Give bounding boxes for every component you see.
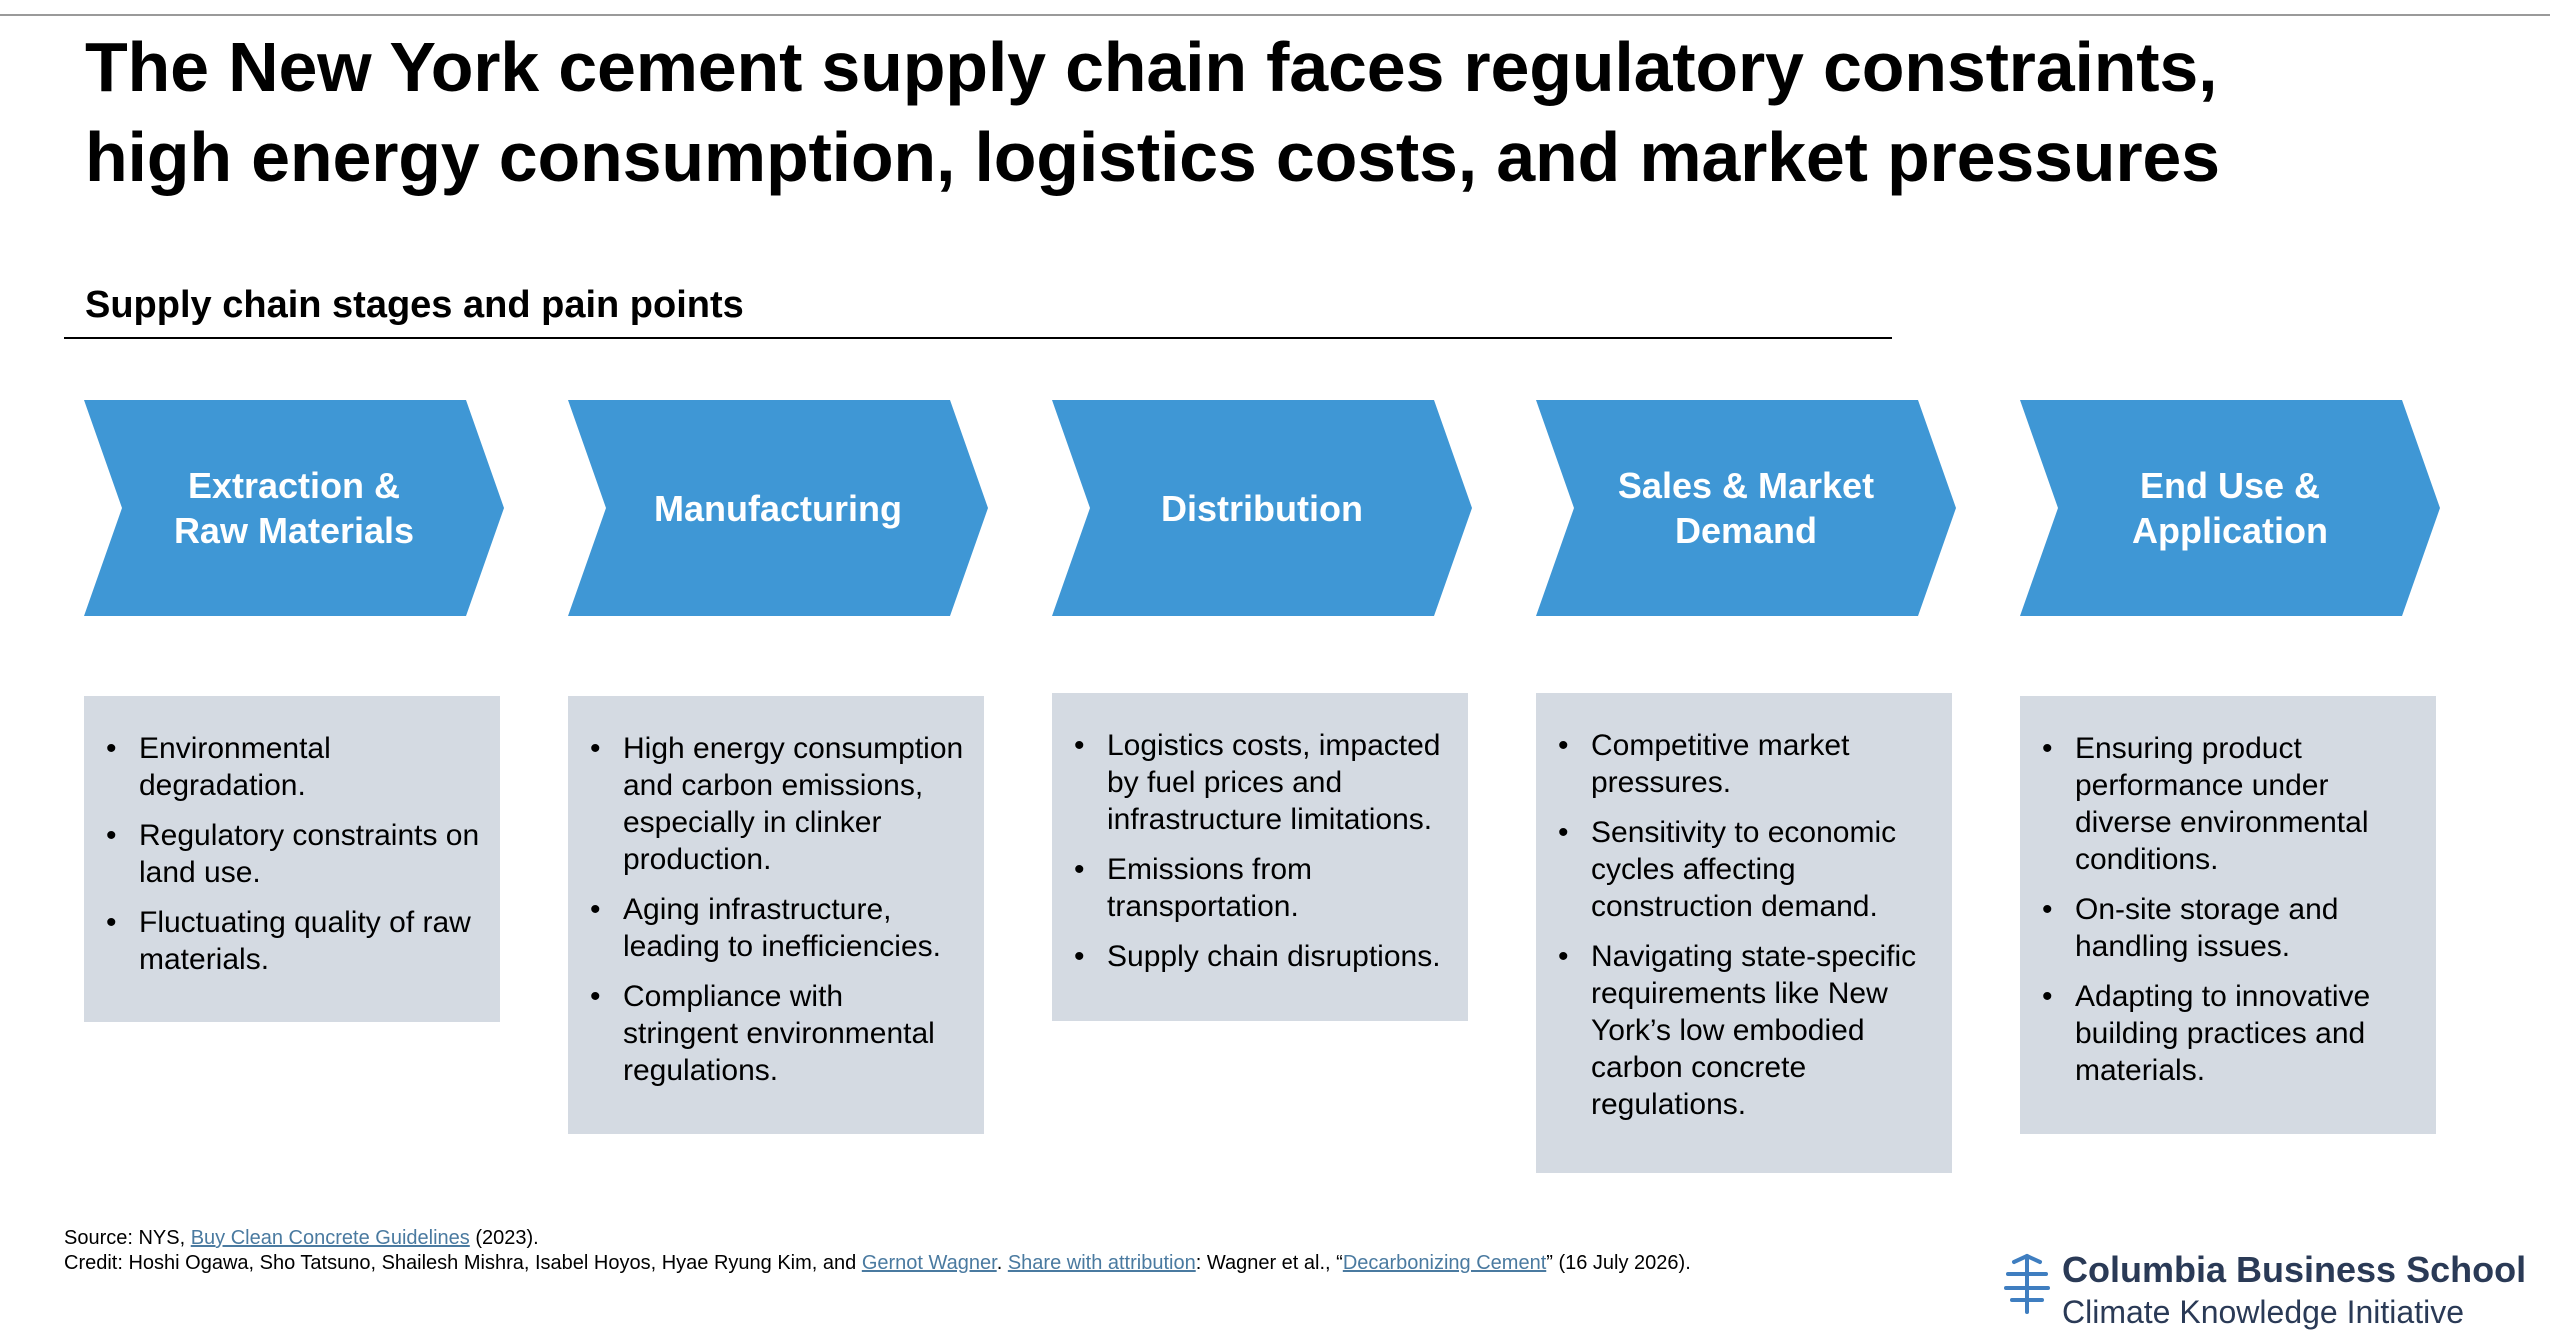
stage-label-line: Sales & Market [1617,465,1875,506]
stage-label-line: Demand [1674,510,1817,551]
stage-label-line: End Use & [2139,465,2321,506]
pain-point-item: Competitive market pressures. [1556,727,1932,801]
pain-point-box: Ensuring product performance under diver… [2020,696,2436,1134]
stage-label: End Use &Application [2060,400,2400,616]
logo-school-name: Columbia Business School [2062,1249,2527,1290]
pain-point-item: High energy consumption and carbon emiss… [588,730,964,878]
source-note: Source: NYS, Buy Clean Concrete Guidelin… [64,1226,539,1250]
top-divider [0,14,2550,16]
logo-initiative-name: Climate Knowledge Initiative [2062,1294,2464,1330]
stage-chevron: Manufacturing [568,400,988,616]
pain-point-item: Environmental degradation. [104,730,480,804]
pain-point-box: Competitive market pressures. Sensitivity… [1536,693,1952,1173]
credit-separator: . [996,1252,1008,1274]
subtitle-divider [64,337,1892,339]
credit-suffix: ” (16 July 2026). [1546,1252,1691,1274]
pain-point-item: Navigating state-specific requirements l… [1556,938,1932,1123]
section-subtitle: Supply chain stages and pain points [85,284,744,326]
pain-point-item: Adapting to innovative building practice… [2040,978,2416,1089]
stage-label-line: Distribution [1161,487,1363,529]
chevron-shape [2020,400,2440,616]
share-link[interactable]: Share with attribution [1007,1252,1196,1274]
stage-label: Manufacturing [608,400,948,616]
pain-point-item: Supply chain disruptions. [1072,938,1448,975]
pain-point-item: Fluctuating quality of raw materials. [104,904,480,978]
columbia-crown-icon [2004,1253,2050,1314]
title-line-2: high energy consumption, logistics costs… [85,118,2220,196]
stage-label-line: Manufacturing [654,487,902,529]
stage-label: Extraction &Raw Materials [124,400,464,616]
credit-prefix: Credit: Hoshi Ogawa, Sho Tatsuno, Shaile… [64,1252,862,1274]
stage-label: Distribution [1092,400,1432,616]
pain-point-item: Aging infrastructure, leading to ineffic… [588,891,964,965]
stage-chevron: Distribution [1052,400,1472,616]
author-link[interactable]: Gernot Wagner [861,1252,997,1274]
stage-label-line: Application [2132,510,2328,551]
pain-point-list: Logistics costs, impacted by fuel prices… [1072,727,1448,975]
stage-chevron: End Use &Application [2020,400,2440,616]
title-line-1: The New York cement supply chain faces r… [85,28,2218,106]
pain-point-item: Sensitivity to economic cycles affecting… [1556,814,1932,925]
stage-chevron: Extraction &Raw Materials [84,400,504,616]
stage-label-line: Extraction & [187,465,401,506]
chevron-fill [568,400,988,616]
pain-point-item: Logistics costs, impacted by fuel prices… [1072,727,1448,838]
chevron-shape [1536,400,1956,616]
pain-point-item: Regulatory constraints on land use. [104,817,480,891]
paper-link[interactable]: Decarbonizing Cement [1342,1252,1547,1274]
page-title: The New York cement supply chain faces r… [85,22,2505,202]
chevron-shape [568,400,988,616]
columbia-logo: Columbia Business School Climate Knowled… [2002,1248,2526,1338]
chevron-fill [1536,400,1956,616]
pain-point-item: On-site storage and handling issues. [2040,891,2416,965]
source-prefix: Source: NYS, [64,1227,191,1249]
pain-point-list: Ensuring product performance under diver… [2040,730,2416,1089]
chevron-shape [1052,400,1472,616]
pain-point-box: Logistics costs, impacted by fuel prices… [1052,693,1468,1021]
credit-middle: : Wagner et al., “ [1195,1252,1343,1274]
pain-point-item: Compliance with stringent environmental … [588,978,964,1089]
pain-point-item: Ensuring product performance under diver… [2040,730,2416,878]
pain-point-box: High energy consumption and carbon emiss… [568,696,984,1134]
pain-point-item: Emissions from transportation. [1072,851,1448,925]
pain-point-box: Environmental degradation. Regulatory con… [84,696,500,1022]
source-link[interactable]: Buy Clean Concrete Guidelines [190,1227,470,1249]
source-suffix: (2023). [469,1227,539,1249]
chevron-fill [1052,400,1472,616]
chevron-fill [2020,400,2440,616]
chevron-fill [84,400,504,616]
chevron-shape [84,400,504,616]
pain-point-list: Competitive market pressures. Sensitivity… [1556,727,1932,1123]
credit-note: Credit: Hoshi Ogawa, Sho Tatsuno, Shaile… [64,1251,1691,1275]
pain-point-list: High energy consumption and carbon emiss… [588,730,964,1089]
pain-point-list: Environmental degradation. Regulatory con… [104,730,480,978]
stage-label-line: Raw Materials [173,510,415,551]
